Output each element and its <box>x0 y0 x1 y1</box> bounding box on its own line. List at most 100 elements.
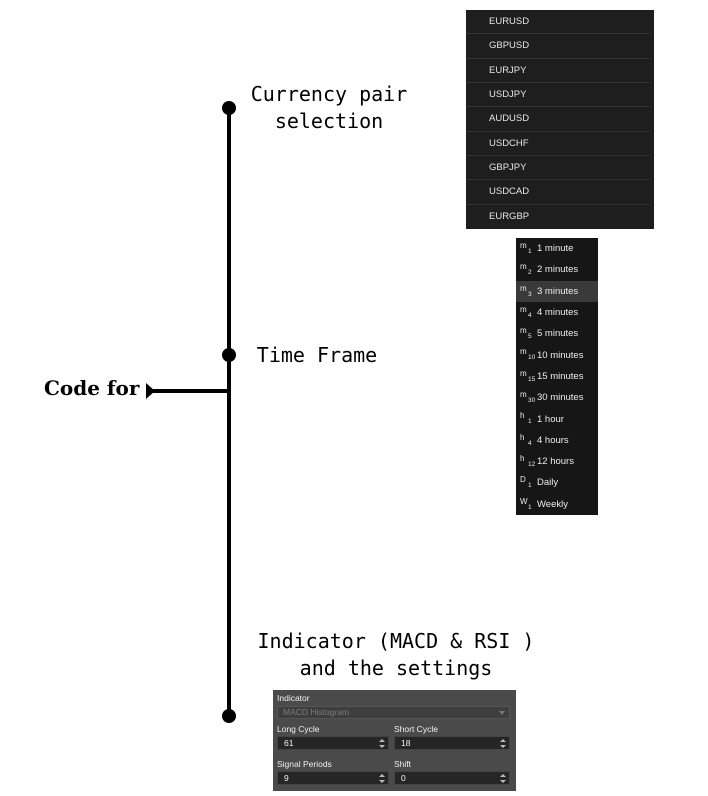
timeframe-number: 3 <box>528 290 532 298</box>
diagram-root-connector <box>150 389 229 393</box>
timeframe-label: 15 minutes <box>537 370 584 382</box>
indicator-settings-panel: Indicator MACD Histogram Long Cycle 61 S… <box>273 690 516 791</box>
root-label: Code for <box>44 376 140 400</box>
timeframe-label: 2 minutes <box>537 264 579 276</box>
chevron-down-icon <box>499 711 505 715</box>
short-cycle-input[interactable]: 18 <box>394 736 510 750</box>
timeframe-symbol: m <box>520 241 527 250</box>
currency-item-eurgbp[interactable]: EURGBP <box>489 210 530 222</box>
timeframe-number: 1 <box>528 503 532 511</box>
shift-input[interactable]: 0 <box>394 771 510 785</box>
currency-pair-list: EURUSD GBPUSD EURJPY USDJPY AUDUSD USDCH… <box>466 10 654 229</box>
timeframe-label: 12 hours <box>537 456 574 468</box>
branch-label-line: Time Frame <box>256 343 378 367</box>
branch-label-indicator: Indicator (MACD & RSI ) and the settings <box>254 628 538 682</box>
timeframe-label: 1 hour <box>537 413 564 425</box>
timeframe-label: 10 minutes <box>537 349 584 361</box>
timeframe-number: 4 <box>528 439 532 447</box>
timeframe-number: 10 <box>528 354 536 362</box>
spinner-arrows-icon[interactable] <box>500 739 506 748</box>
signal-periods-input[interactable]: 9 <box>277 771 389 785</box>
timeframe-number: 30 <box>528 397 536 405</box>
branch-node-indicator <box>222 709 236 723</box>
spinner-arrows-icon[interactable] <box>379 739 385 748</box>
timeframe-number: 2 <box>528 269 532 277</box>
currency-item-audusd[interactable]: AUDUSD <box>466 107 650 132</box>
shift-label: Shift <box>394 759 412 769</box>
timeframe-label: 1 minute <box>537 243 574 255</box>
timeframe-symbol: m <box>520 326 527 336</box>
currency-item-usdjpy[interactable]: USDJPY <box>466 83 650 108</box>
currency-item-gbpjpy[interactable]: GBPJPY <box>466 156 650 181</box>
timeframe-number: 1 <box>528 418 532 426</box>
short-cycle-label: Short Cycle <box>394 724 438 734</box>
branch-label-line: selection <box>274 109 384 133</box>
timeframe-symbol: m <box>520 368 527 378</box>
branch-label-line: Currency pair <box>250 82 408 106</box>
timeframe-symbol: m <box>520 283 527 293</box>
timeframe-label: Weekly <box>537 498 568 510</box>
timeframe-symbol: m <box>520 347 527 357</box>
diagram-trunk-line <box>227 107 231 716</box>
indicator-select-value: MACD Histogram <box>283 707 350 717</box>
timeframe-label: Daily <box>537 477 559 489</box>
spinner-arrows-icon[interactable] <box>379 774 385 783</box>
signal-periods-label: Signal Periods <box>277 759 332 769</box>
branch-label-currency: Currency pair selection <box>246 81 412 135</box>
timeframe-number: 1 <box>528 482 532 490</box>
branch-node-currency <box>222 101 236 115</box>
timeframe-symbol: D <box>520 475 526 485</box>
timeframe-label: 4 minutes <box>537 307 579 319</box>
timeframe-symbol: m <box>520 304 527 314</box>
long-cycle-label: Long Cycle <box>277 724 320 734</box>
timeframe-label: 5 minutes <box>537 328 579 340</box>
branch-node-timeframe <box>222 348 236 362</box>
long-cycle-input[interactable]: 61 <box>277 736 389 750</box>
indicator-select[interactable]: MACD Histogram <box>277 706 510 719</box>
timeframe-symbol: m <box>520 390 527 400</box>
signal-periods-value: 9 <box>284 773 289 783</box>
currency-item-eurjpy[interactable]: EURJPY <box>466 59 650 83</box>
currency-item-gbpusd[interactable]: GBPUSD <box>466 34 650 59</box>
currency-item-eurusd[interactable]: EURUSD <box>466 10 650 35</box>
timeframe-symbol: h <box>520 411 525 421</box>
spinner-arrows-icon[interactable] <box>500 774 506 783</box>
timeframe-symbol: h <box>520 432 525 442</box>
branch-label-line: and the settings <box>299 656 493 680</box>
timeframe-number: 1 <box>528 248 532 255</box>
timeframe-number: 15 <box>528 375 536 383</box>
timeframe-symbol: W <box>520 496 528 506</box>
timeframe-number: 5 <box>528 333 532 341</box>
currency-item-usdchf[interactable]: USDCHF <box>466 132 650 156</box>
currency-item-usdcad[interactable]: USDCAD <box>466 180 650 205</box>
branch-label-timeframe: Time Frame <box>252 342 382 369</box>
short-cycle-value: 18 <box>401 738 411 748</box>
timeframe-label: 3 minutes <box>537 285 579 297</box>
indicator-label: Indicator <box>277 693 310 703</box>
branch-label-line: Indicator (MACD & RSI ) <box>257 629 535 653</box>
